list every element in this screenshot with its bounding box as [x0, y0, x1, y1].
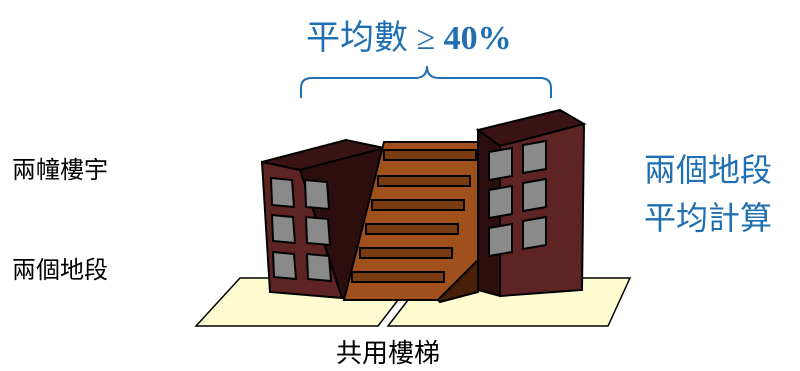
- shared-staircase: [342, 141, 479, 304]
- right-label-lots: 兩個地段: [644, 151, 773, 189]
- left-label-lots: 兩個地段: [12, 256, 108, 284]
- headline-prefix: 平均數 ≥: [306, 20, 444, 57]
- left-label-buildings: 兩幢樓宇: [12, 156, 108, 184]
- headline-value: 40%: [443, 20, 512, 57]
- shared-staircase-label: 共用樓梯: [336, 339, 441, 369]
- right-label-average: 平均計算: [644, 199, 773, 237]
- curly-brace: [300, 65, 552, 98]
- headline: 平均數 ≥ 40%: [306, 10, 512, 59]
- building-right: [475, 108, 587, 298]
